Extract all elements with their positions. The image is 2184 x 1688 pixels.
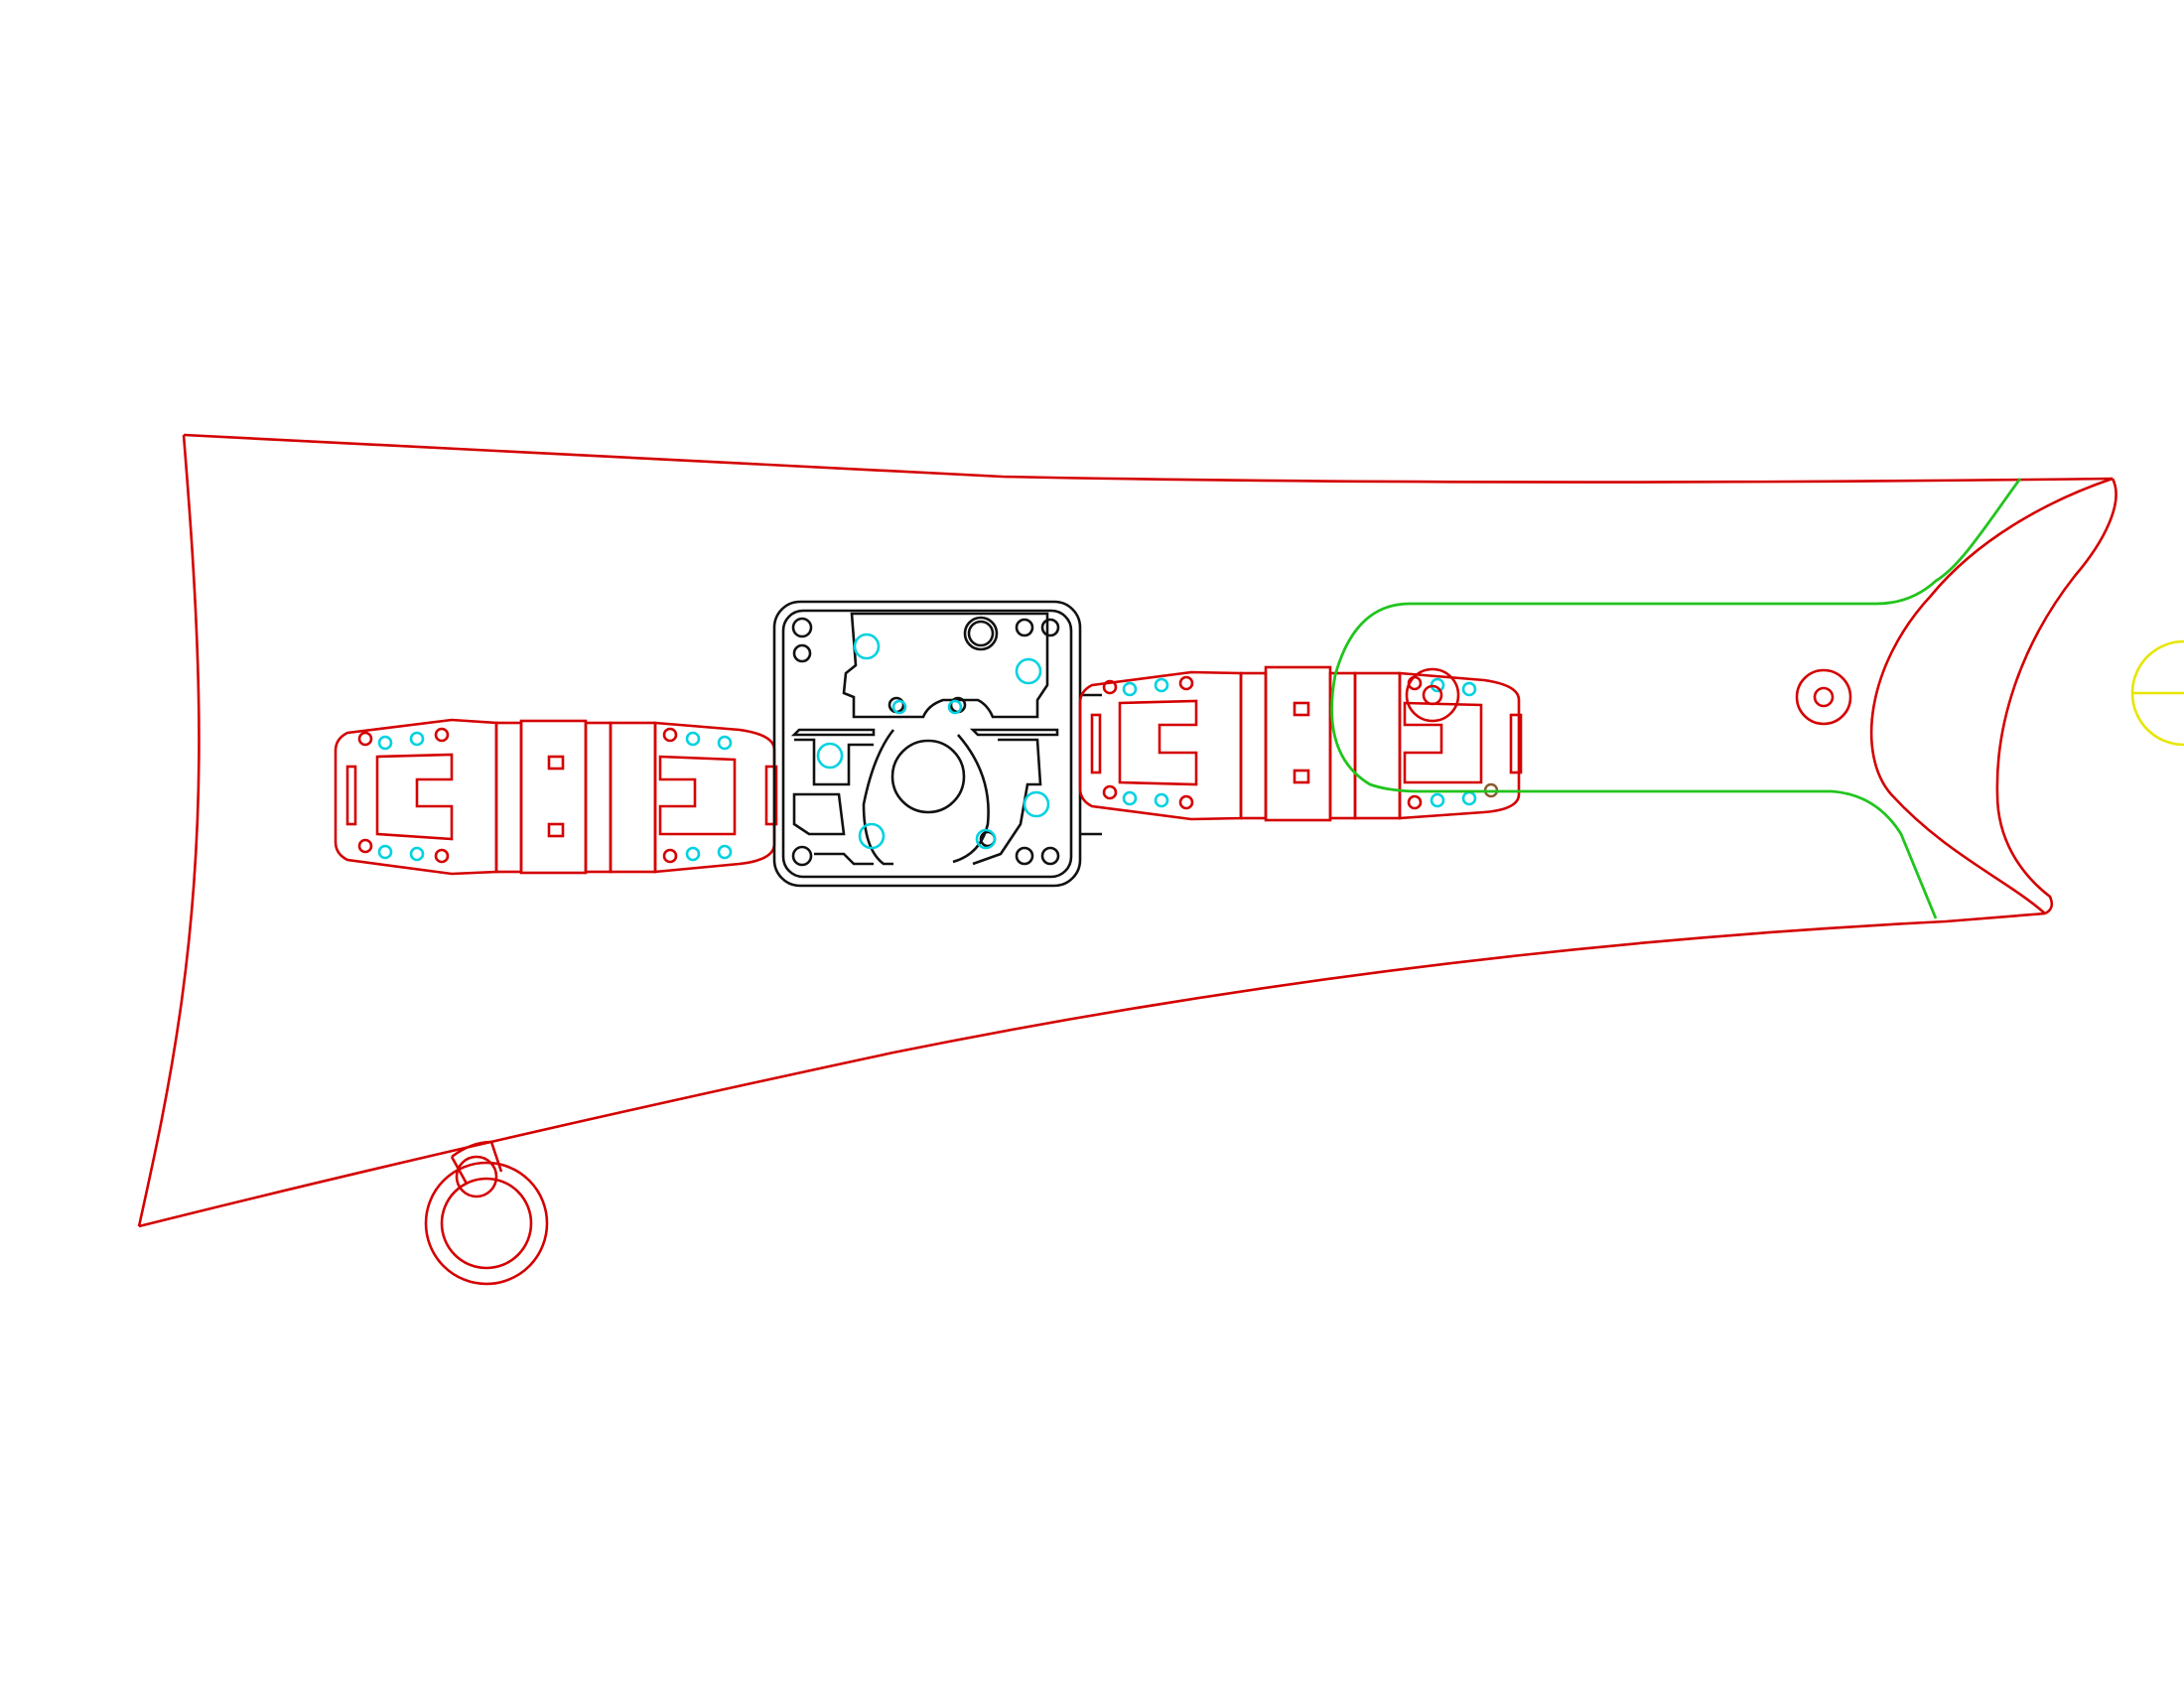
left-hinge-assembly	[334, 718, 778, 876]
crosshair-marker	[2130, 639, 2184, 747]
trigger-mechanism-plate	[772, 600, 1102, 888]
inlet-channel	[1330, 478, 2022, 919]
stock-outline	[137, 433, 2117, 1228]
butt-hole	[1795, 668, 1852, 726]
sling-swivel	[424, 1140, 549, 1286]
right-hinge-assembly	[1078, 665, 1523, 822]
